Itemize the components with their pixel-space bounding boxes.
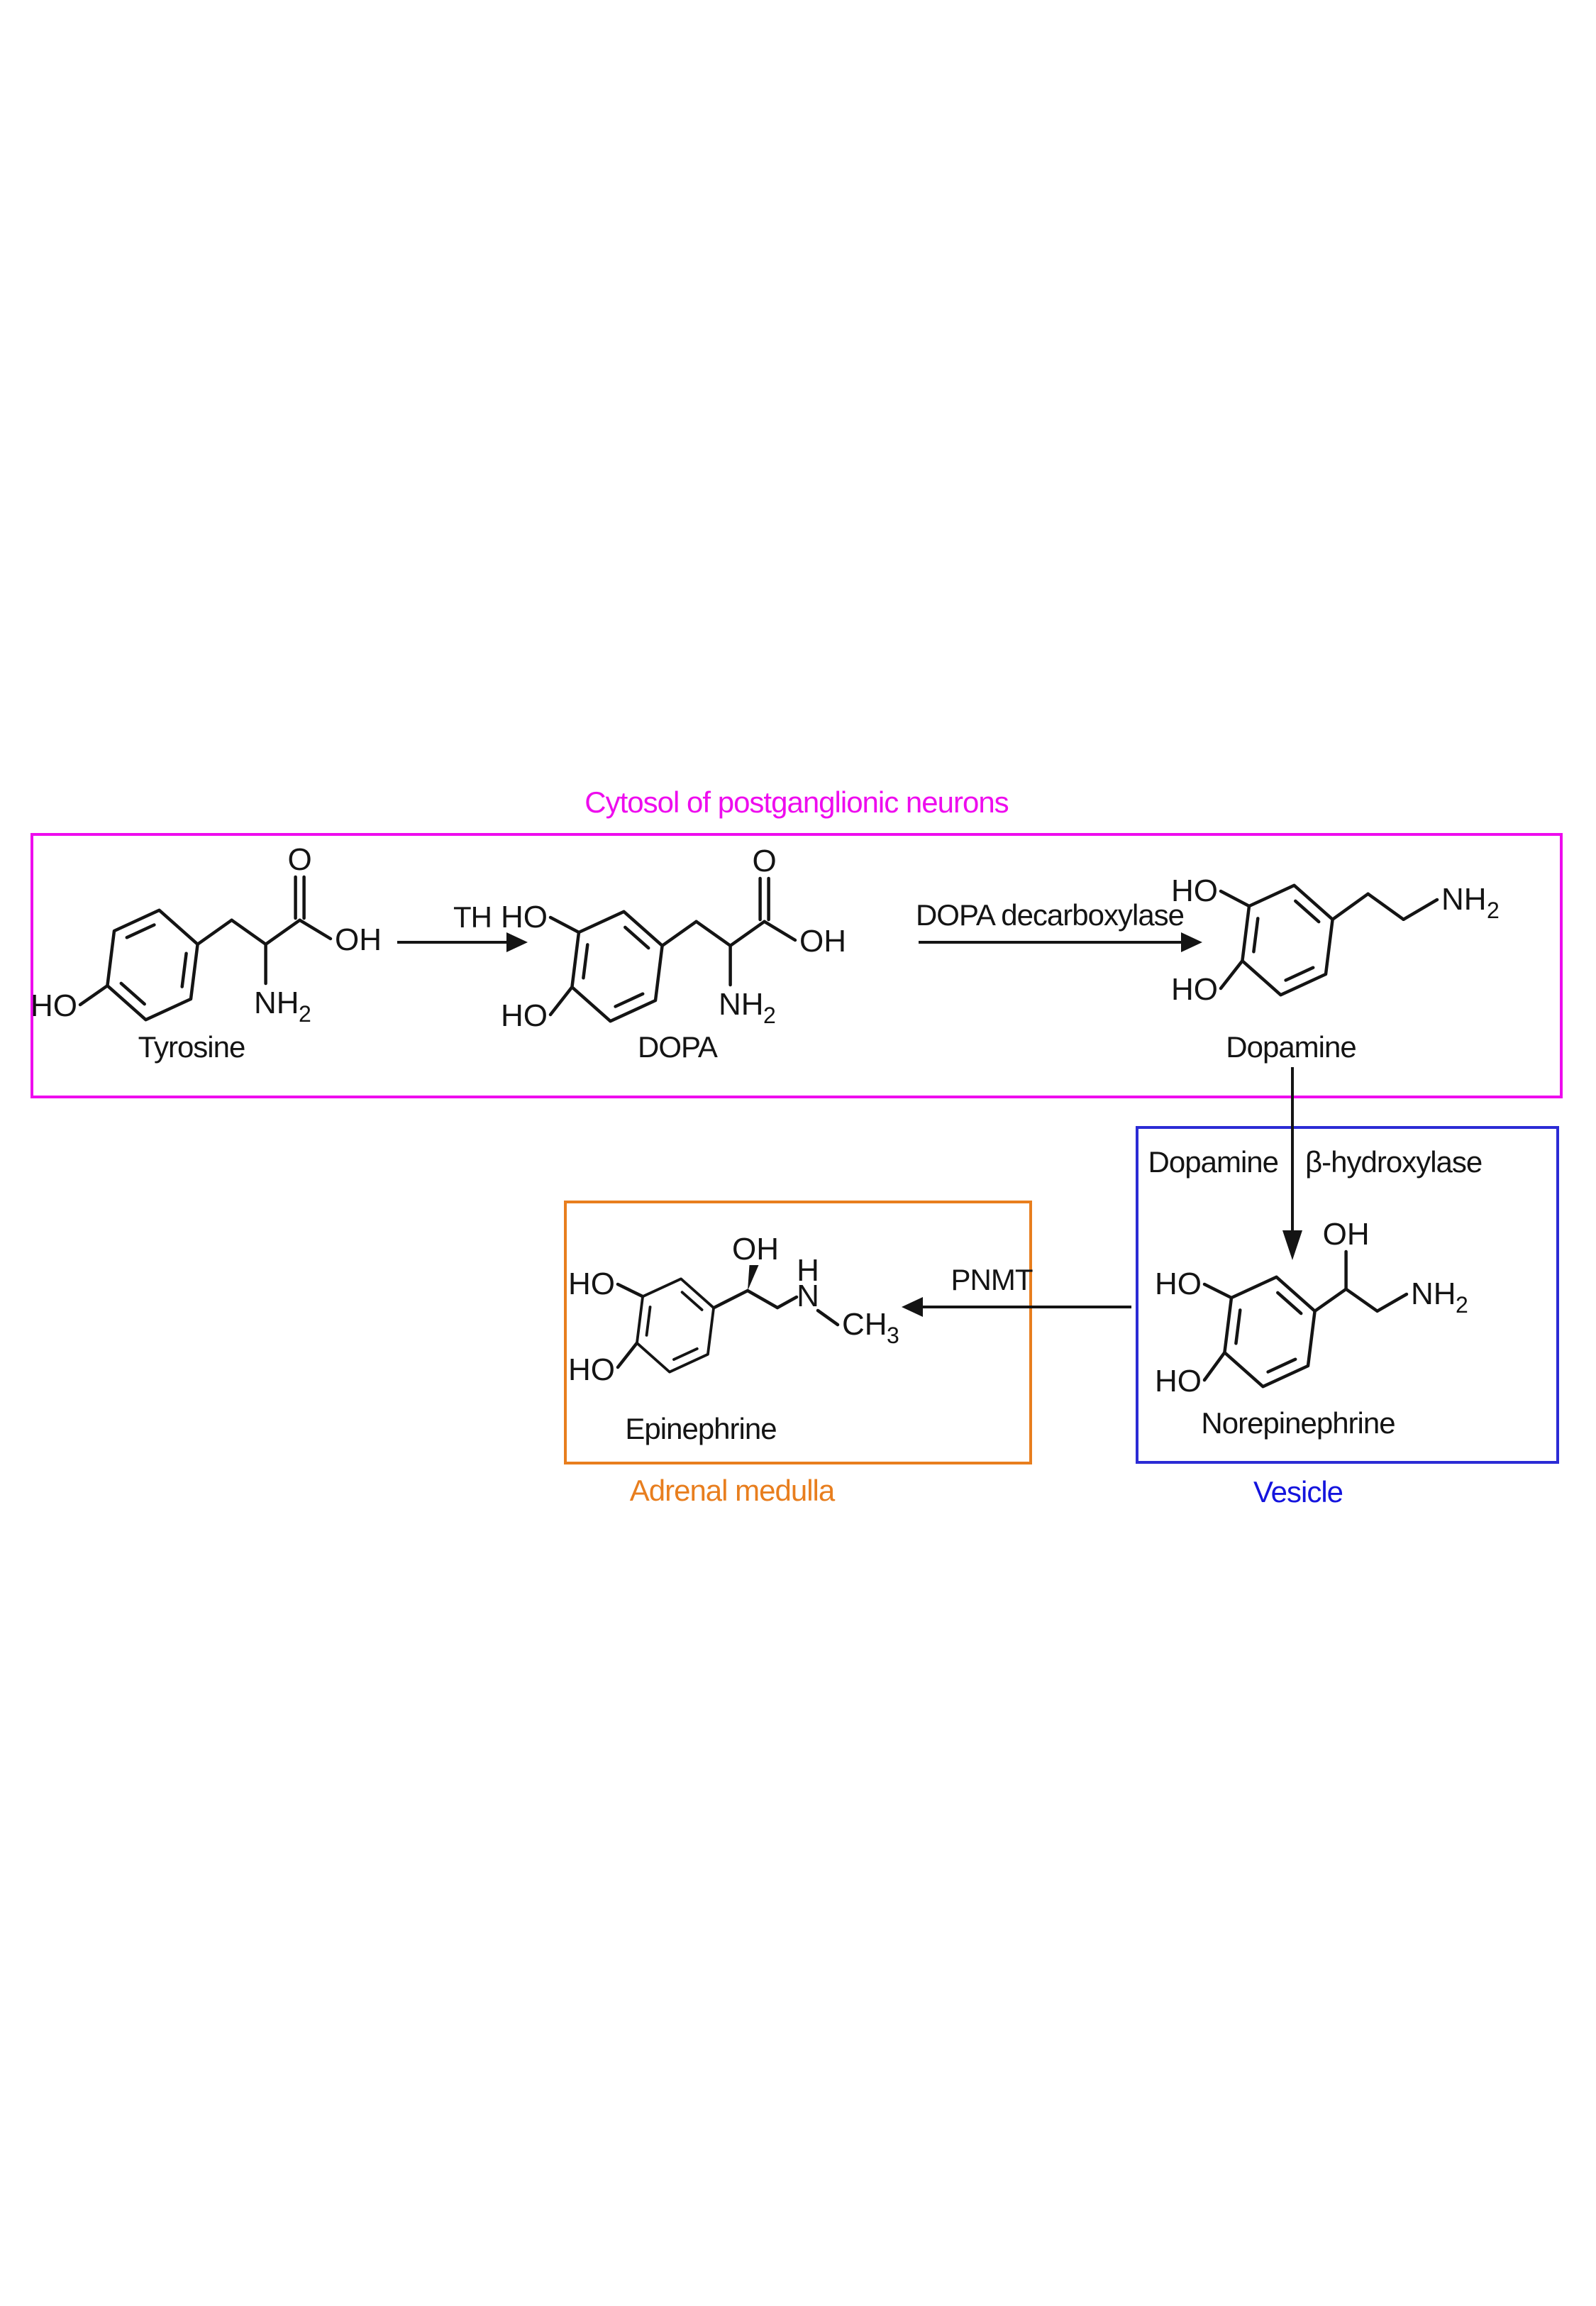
bonds bbox=[1202, 1249, 1409, 1382]
atom-label-hydroxyl-bottom: HO bbox=[1155, 1364, 1202, 1399]
atom-label-beta-hydroxyl: OH bbox=[732, 1232, 779, 1267]
atom-label-amine: NH bbox=[719, 987, 764, 1022]
region-label-adrenal-medulla: Adrenal medulla bbox=[629, 1474, 836, 1507]
dopamine-structure: HO HO NH 2 Dopamine bbox=[1171, 873, 1500, 1064]
atom-label-methyl: CH bbox=[842, 1307, 887, 1342]
atom-label-amine: NH bbox=[1441, 882, 1487, 917]
enzyme-label-dopamine-beta-hydroxylase-part1: Dopamine bbox=[1148, 1145, 1279, 1179]
atom-label-hydroxyl-bottom: HO bbox=[568, 1352, 615, 1387]
atom-label-amine-n: N bbox=[797, 1279, 819, 1313]
epinephrine-structure: OH HO HO H N CH 3 Epinephrine bbox=[568, 1232, 899, 1445]
atom-label-carbonyl-oxygen: O bbox=[752, 844, 776, 878]
molecule-name-dopamine: Dopamine bbox=[1226, 1030, 1356, 1064]
arrowhead bbox=[902, 1297, 923, 1317]
atom-label-amine: NH bbox=[254, 986, 299, 1020]
atom-label-acid-hydroxyl: OH bbox=[335, 922, 382, 957]
molecule-name-epinephrine: Epinephrine bbox=[625, 1412, 776, 1445]
atom-label-hydroxyl-top: HO bbox=[568, 1267, 615, 1301]
norepinephrine-structure: OH HO HO NH 2 Norepinephrine bbox=[1155, 1217, 1468, 1440]
arrowhead bbox=[1282, 1230, 1302, 1260]
benzene-ring bbox=[1242, 886, 1332, 995]
enzyme-label-th: TH bbox=[453, 900, 492, 934]
atom-label-hydroxyl-bottom: HO bbox=[1171, 972, 1218, 1007]
region-label-cytosol: Cytosol of postganglionic neurons bbox=[584, 785, 1009, 819]
stereo-wedge-bond bbox=[748, 1265, 759, 1291]
enzyme-label-dopamine-beta-hydroxylase-part2: β-hydroxylase bbox=[1305, 1145, 1483, 1179]
th-reaction-arrow: TH bbox=[397, 900, 528, 952]
arrowhead bbox=[1181, 932, 1202, 952]
tyrosine-structure: HO O OH NH 2 Tyrosine bbox=[31, 842, 382, 1064]
vesicle-box bbox=[1136, 1126, 1559, 1464]
dopa-decarboxylase-reaction-arrow: DOPA decarboxylase bbox=[916, 898, 1202, 952]
atom-label-methyl-subscript: 3 bbox=[887, 1323, 899, 1348]
benzene-ring bbox=[572, 912, 662, 1021]
bonds bbox=[548, 876, 797, 1017]
atom-label-hydroxyl-bottom: HO bbox=[501, 998, 548, 1033]
atom-label-amine-subscript: 2 bbox=[299, 1001, 311, 1027]
benzene-ring bbox=[107, 910, 197, 1020]
region-label-vesicle: Vesicle bbox=[1253, 1475, 1343, 1508]
molecule-name-dopa: DOPA bbox=[638, 1030, 718, 1064]
molecule-name-tyrosine: Tyrosine bbox=[138, 1030, 245, 1064]
atom-label-hydroxyl: HO bbox=[31, 988, 77, 1023]
bonds bbox=[616, 1282, 840, 1369]
atom-label-amine-subscript: 2 bbox=[1456, 1292, 1468, 1318]
bonds bbox=[78, 875, 333, 1007]
atom-label-beta-hydroxyl: OH bbox=[1323, 1217, 1370, 1252]
enzyme-label-dopa-decarboxylase: DOPA decarboxylase bbox=[916, 898, 1184, 932]
enzyme-label-pnmt: PNMT bbox=[951, 1263, 1033, 1296]
benzene-ring bbox=[636, 1277, 715, 1374]
atom-label-carbonyl-oxygen: O bbox=[287, 842, 311, 877]
bonds bbox=[1219, 889, 1439, 991]
atom-label-amine-h: H bbox=[797, 1253, 819, 1288]
cytosol-box bbox=[31, 833, 1563, 1098]
atom-label-amine-subscript: 2 bbox=[763, 1003, 776, 1028]
atom-label-hydroxyl-top: HO bbox=[1171, 873, 1218, 908]
adrenal-medulla-box bbox=[564, 1201, 1032, 1464]
atom-label-acid-hydroxyl: OH bbox=[799, 924, 846, 959]
benzene-ring bbox=[1224, 1277, 1314, 1386]
dopamine-to-vesicle-arrow bbox=[1282, 1067, 1302, 1260]
atom-label-hydroxyl-top: HO bbox=[1155, 1267, 1202, 1301]
dopa-structure: HO HO O OH NH 2 DOPA bbox=[501, 844, 846, 1064]
atom-label-hydroxyl-top: HO bbox=[501, 900, 548, 934]
atom-label-amine: NH bbox=[1411, 1276, 1456, 1311]
molecule-name-norepinephrine: Norepinephrine bbox=[1201, 1406, 1395, 1440]
arrowhead bbox=[506, 932, 528, 952]
atom-label-amine-subscript: 2 bbox=[1487, 898, 1500, 923]
pnmt-reaction-arrow: PNMT bbox=[902, 1263, 1131, 1317]
